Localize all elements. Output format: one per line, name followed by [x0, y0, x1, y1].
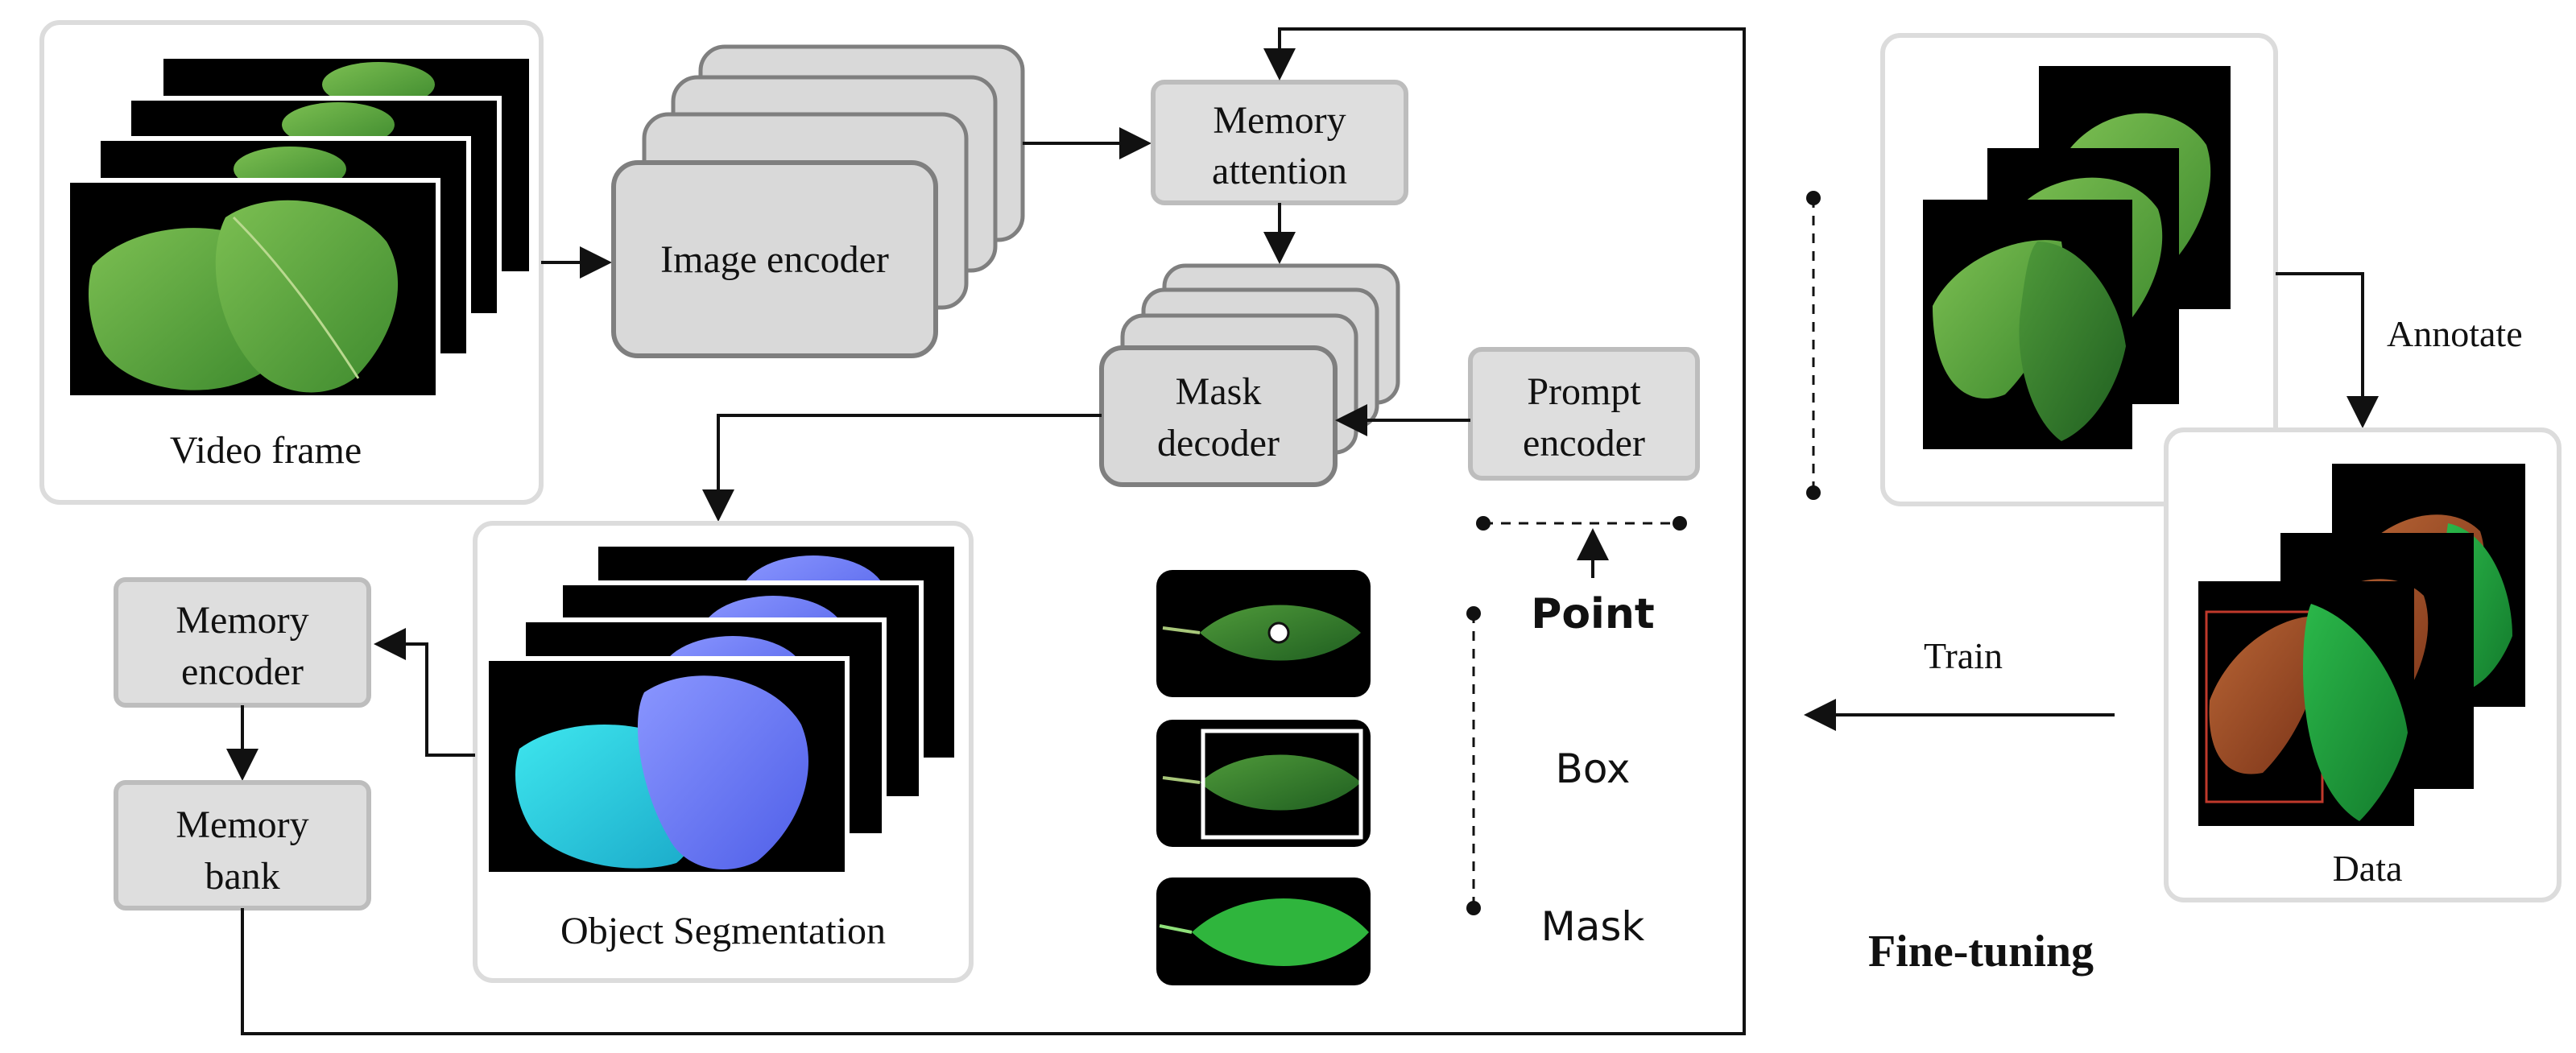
fine-tuning-title: Fine-tuning — [1868, 927, 2094, 977]
video-frame-stack-icon — [65, 54, 534, 400]
prompt-point-label: Point — [1531, 590, 1655, 638]
mask-prompt-thumbnail — [1156, 878, 1371, 985]
memory-encoder-box: Memory encoder — [114, 577, 371, 708]
arrow-segmentation-to-memory-encoder — [374, 628, 475, 757]
prompt-selector-connector — [1476, 516, 1687, 578]
object-segmentation-panel: Object Segmentation — [473, 521, 974, 983]
prompt-options-connector — [1466, 606, 1481, 915]
memory-attention-box: Memory attention — [1151, 80, 1408, 205]
video-frame-panel: Video frame — [39, 20, 544, 505]
segmented-leaf — [515, 675, 808, 869]
object-segmentation-label: Object Segmentation — [560, 910, 886, 952]
segmentation-stack-icon — [484, 542, 959, 877]
memory-bank-label-line1: Memory — [176, 803, 308, 846]
train-label: Train — [1924, 635, 2003, 676]
leaf-photo-stack-icon — [1923, 66, 2231, 449]
prompt-box-label: Box — [1556, 745, 1631, 792]
annotated-leaf-stack-icon — [2198, 464, 2525, 826]
point-prompt-thumbnail — [1156, 570, 1371, 697]
fine-tuning-divider — [1806, 191, 1821, 500]
memory-bank-box: Memory bank — [114, 780, 371, 911]
memory-bank-label-line2: bank — [205, 855, 279, 898]
point-marker-icon — [1267, 621, 1290, 644]
box-marker-icon — [1201, 729, 1363, 840]
prompt-encoder-label-line2: encoder — [1523, 422, 1645, 465]
arrow-memory-bank-feedback — [241, 27, 1746, 1035]
annotated-data-panel: Data — [2164, 427, 2562, 902]
annotated-leaf-photo — [2205, 604, 2408, 821]
fine-tune-source-panel — [1880, 33, 2278, 506]
video-frame-label: Video frame — [170, 429, 362, 472]
prompt-encoder-box: Prompt encoder — [1468, 347, 1700, 481]
box-prompt-thumbnail — [1156, 720, 1371, 847]
memory-attention-label-line1: Memory — [1213, 99, 1346, 142]
arrow-annotate — [2276, 272, 2379, 428]
mask-decoder-label-line2: decoder — [1157, 422, 1280, 465]
prompt-mask-label: Mask — [1541, 903, 1645, 950]
leaf-photo — [89, 200, 399, 393]
mask-decoder-stack: Mask decoder — [1099, 263, 1400, 487]
memory-encoder-label-line2: encoder — [181, 650, 304, 693]
data-label: Data — [2333, 848, 2403, 889]
image-encoder-label: Image encoder — [660, 238, 889, 281]
leaf-pair-photo — [1933, 240, 2126, 441]
mask-decoder-label-line1: Mask — [1176, 370, 1262, 413]
image-encoder-stack: Image encoder — [611, 44, 1025, 358]
arrow-decoder-to-segmentation — [702, 414, 1102, 522]
annotate-label: Annotate — [2387, 313, 2523, 354]
prompt-encoder-label-line1: Prompt — [1527, 370, 1641, 413]
memory-encoder-label-line1: Memory — [176, 599, 308, 642]
memory-attention-label-line2: attention — [1212, 150, 1347, 192]
